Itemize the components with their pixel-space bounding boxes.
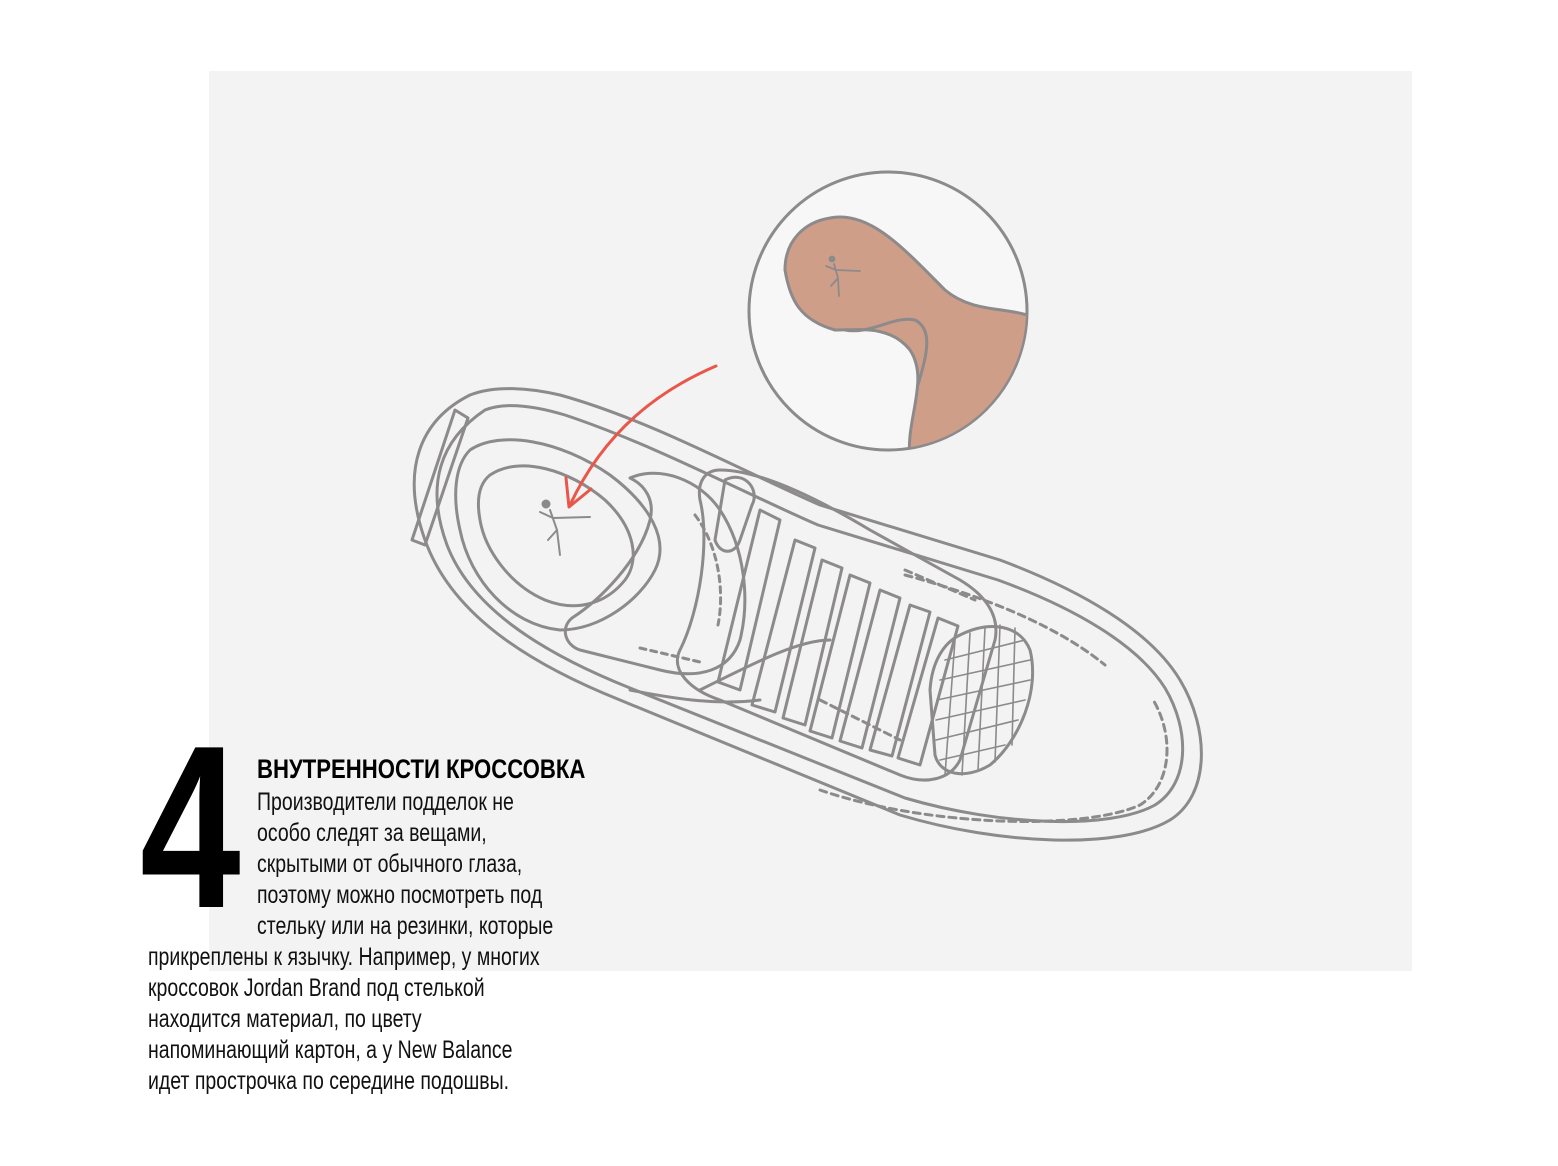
midsole-outline: [435, 404, 1185, 824]
step-title: ВНУТРЕННОСТИ КРОССОВКА: [257, 754, 586, 784]
tongue-stitching-2: [638, 646, 702, 664]
body-text-line: Производители подделок не: [257, 788, 514, 816]
sole-stitching-2: [903, 573, 1107, 667]
lace-cross-1: [698, 638, 832, 692]
lace-cross-2: [628, 688, 762, 704]
collar-outer: [454, 438, 662, 632]
body-text-line: находится материал, по цвету: [148, 1005, 422, 1033]
magnifier-circle: [747, 170, 1029, 452]
lace-5: [838, 588, 902, 750]
insole-material-swatch: [783, 215, 1026, 449]
jumpman-logo-icon: [539, 499, 591, 556]
tongue: [563, 471, 747, 676]
sole-stitching: [818, 696, 1169, 823]
lace-4: [808, 573, 872, 740]
body-text-line: напоминающий картон, а у New Balance: [148, 1036, 513, 1064]
body-text-line: кроссовок Jordan Brand под стелькой: [148, 974, 485, 1002]
body-text-line: идет прострочка по середине подошвы.: [148, 1067, 510, 1095]
lace-1: [716, 508, 782, 692]
body-text-line: поэтому можно посмотреть под: [257, 881, 543, 909]
curved-arrow-icon: [564, 364, 718, 509]
lace-6: [868, 603, 932, 758]
upper-stitching: [903, 568, 977, 602]
mesh-grid: [935, 624, 1031, 776]
wing-strap: [713, 475, 756, 553]
outsole-outline: [412, 387, 1203, 842]
body-text-line: стельку или на резинки, которые: [257, 912, 554, 940]
insole-fold: [844, 317, 929, 386]
lace-3: [781, 558, 844, 727]
body-text-line: прикреплены к язычку. Например, у многих: [148, 943, 540, 971]
lace-7: [896, 616, 960, 767]
heel-tab: [410, 408, 470, 547]
eyestay: [675, 468, 998, 782]
insole-outline: [476, 464, 635, 608]
toe-mesh: [928, 625, 1035, 776]
body-text-line: особо следят за вещами,: [257, 819, 487, 847]
lace-2: [750, 538, 817, 714]
upper-stitching-2: [818, 698, 902, 742]
step-number: 4: [140, 698, 241, 957]
body-text-line: скрытыми от обычного глаза,: [257, 850, 523, 878]
tongue-stitching: [693, 513, 723, 627]
jumpman-logo-icon: [825, 255, 861, 297]
